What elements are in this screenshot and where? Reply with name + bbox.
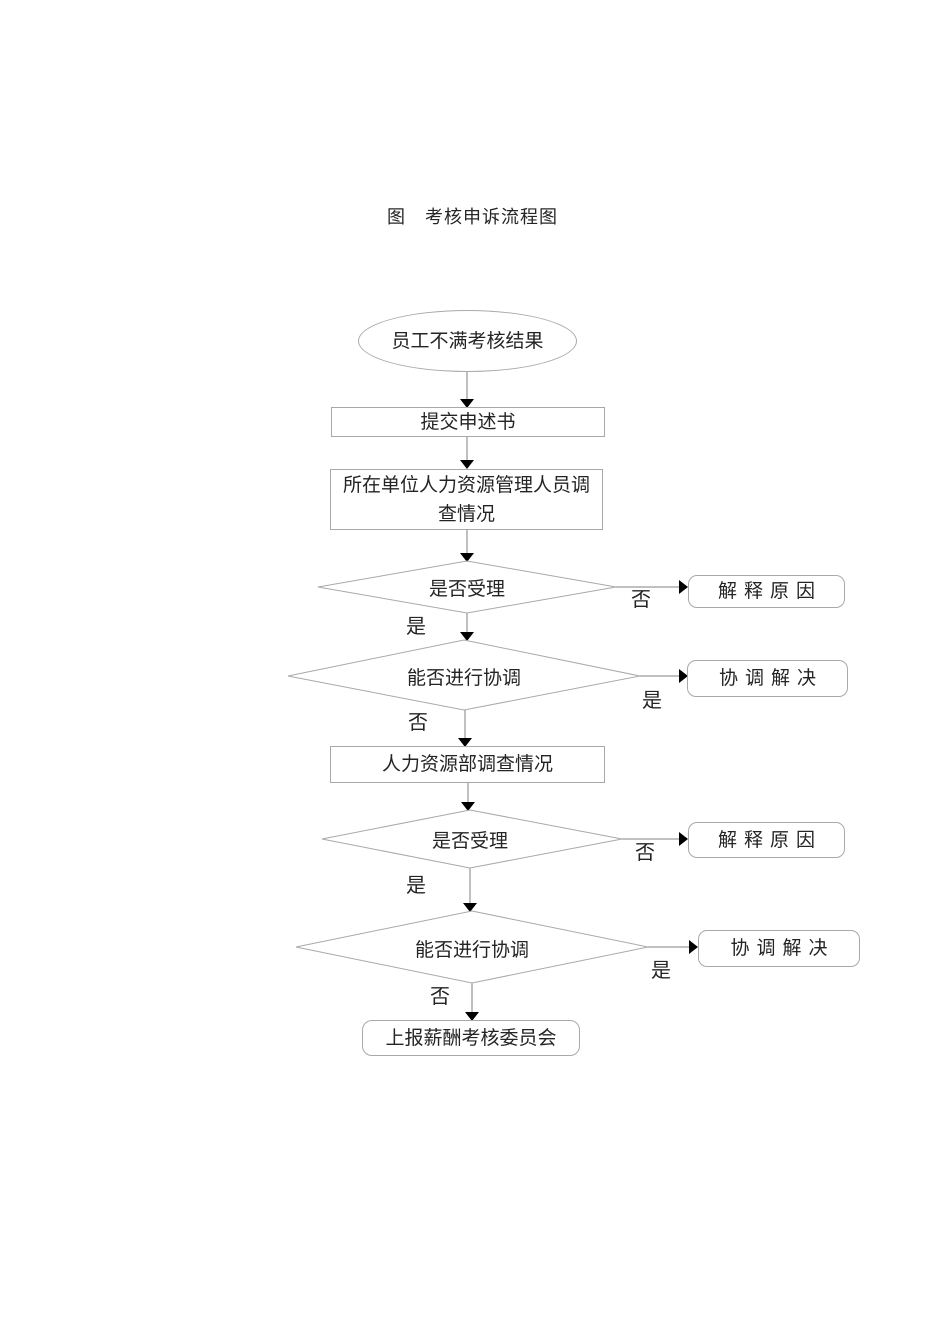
process-unit-hr-investigate: 所在单位人力资源管理人员调查情况 [330, 469, 603, 530]
start-node-label: 员工不满考核结果 [391, 330, 544, 352]
arrowhead-down-icon [461, 802, 475, 811]
process-submit-appeal: 提交申述书 [331, 407, 605, 437]
arrowhead-right-icon [679, 669, 688, 683]
decision-accept-1-label: 是否受理 [428, 578, 505, 600]
arrowheads [458, 399, 698, 1021]
process-hr-dept-investigate-label: 人力资源部调查情况 [381, 754, 553, 775]
result-resolve-2: 协调解决 [698, 930, 860, 967]
result-explain-2-label: 解释原因 [717, 829, 822, 851]
edge-label-no-4: 否 [430, 986, 450, 1008]
start-node: 员工不满考核结果 [358, 310, 577, 372]
result-explain-1-label: 解释原因 [717, 581, 822, 602]
edge-label-yes-2: 是 [642, 690, 662, 712]
decision-coordinate-2-shape [295, 910, 649, 984]
arrowhead-down-icon [460, 460, 474, 469]
arrowhead-down-icon [460, 632, 474, 641]
decision-accept-2-label: 是否受理 [431, 830, 508, 852]
decision-accept-2-shape [321, 809, 623, 869]
result-explain-1: 解释原因 [688, 575, 845, 608]
process-hr-dept-investigate: 人力资源部调查情况 [330, 746, 605, 783]
arrowhead-right-icon [679, 580, 688, 594]
edge-label-no-2: 否 [408, 712, 428, 734]
end-report-committee-label: 上报薪酬考核委员会 [385, 1027, 557, 1049]
end-report-committee: 上报薪酬考核委员会 [362, 1020, 580, 1056]
decision-coordinate-2-label: 能否进行协调 [414, 939, 529, 961]
arrowhead-down-icon [463, 903, 477, 912]
arrowhead-down-icon [458, 738, 472, 747]
edge-label-no-1: 否 [631, 589, 651, 611]
edge-label-yes-1: 是 [406, 616, 426, 638]
result-resolve-1: 协调解决 [687, 660, 848, 697]
process-unit-hr-investigate-label: 所在单位人力资源管理人员调查情况 [342, 474, 590, 525]
process-submit-appeal-label: 提交申述书 [420, 411, 516, 433]
edge-label-yes-4: 是 [651, 960, 671, 982]
page-title: 图 考核申诉流程图 [387, 207, 558, 227]
result-resolve-1-label: 协调解决 [718, 668, 823, 689]
arrowhead-down-icon [465, 1012, 479, 1021]
decision-shapes [287, 560, 649, 984]
decision-accept-1-shape [317, 560, 617, 614]
result-explain-2: 解释原因 [688, 822, 845, 858]
arrowhead-down-icon [460, 553, 474, 562]
decision-coordinate-1-shape [287, 639, 641, 711]
arrowhead-down-icon [460, 399, 474, 408]
arrowhead-right-icon [679, 832, 688, 846]
result-resolve-2-label: 协调解决 [730, 938, 835, 959]
arrowhead-right-icon [689, 940, 698, 954]
edge-label-no-3: 否 [635, 842, 655, 864]
connector-lines [464, 372, 689, 1012]
edge-label-yes-3: 是 [406, 875, 426, 897]
decision-coordinate-1-label: 能否进行协调 [406, 667, 521, 689]
